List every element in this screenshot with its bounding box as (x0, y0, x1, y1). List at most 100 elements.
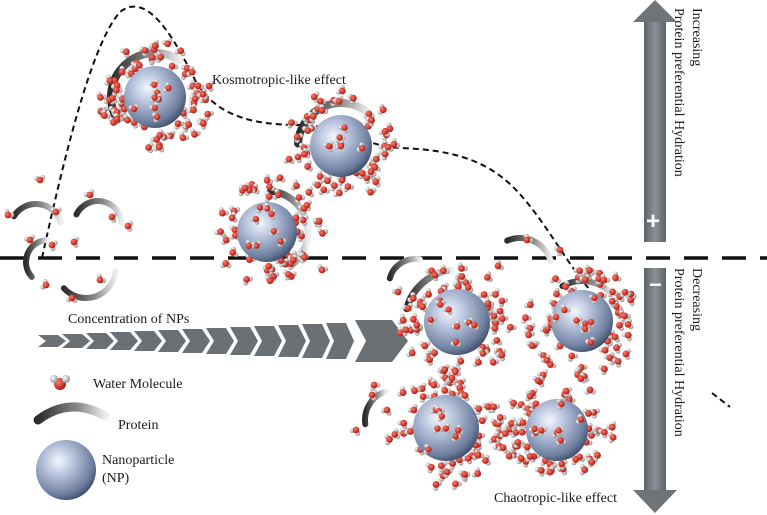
water-molecule (473, 404, 483, 416)
increasing-label: Increasing (689, 8, 704, 67)
minus-sign: − (649, 272, 662, 297)
legend-water-label: Water Molecule (93, 377, 183, 392)
water-molecule (316, 97, 327, 108)
water-molecule (573, 267, 584, 277)
water-molecule (540, 354, 551, 364)
water-molecule (397, 419, 408, 430)
water-molecule (302, 125, 314, 134)
water-molecule (262, 262, 274, 272)
water-molecule (438, 363, 450, 373)
decreasing-hydration-arrow (633, 268, 677, 513)
water-molecule (579, 464, 589, 476)
water-molecule (161, 38, 173, 48)
water-molecule (379, 127, 390, 137)
water-molecule (406, 346, 416, 358)
water-molecule (575, 413, 585, 425)
water-molecule (583, 408, 595, 417)
legend-nanoparticle-icon (36, 440, 96, 500)
water-molecule (96, 91, 107, 101)
kosmotropic-label: Kosmotropic-like effect (212, 73, 346, 88)
water-molecule (620, 312, 631, 322)
water-molecule (567, 352, 579, 362)
water-molecule (585, 336, 596, 346)
water-molecule (294, 152, 304, 164)
water-molecule (525, 450, 534, 463)
water-molecule (297, 204, 308, 215)
water-molecule (100, 109, 111, 119)
chevron-segment (302, 324, 330, 358)
water-molecule (489, 288, 500, 298)
water-molecule (23, 234, 35, 244)
water-molecule (558, 459, 568, 471)
water-molecule (112, 86, 123, 97)
water-molecule (483, 271, 493, 283)
water-molecule (380, 406, 392, 416)
water-molecule (108, 211, 118, 223)
water-molecule (494, 419, 505, 431)
water-molecule (458, 470, 468, 481)
nanoparticle-cluster (496, 369, 617, 477)
water-molecule (174, 120, 185, 130)
water-molecule (598, 428, 608, 439)
water-molecule (451, 433, 462, 443)
water-molecule (550, 312, 560, 324)
water-molecule (156, 129, 166, 141)
water-molecule (104, 74, 114, 86)
water-molecule (506, 323, 517, 333)
water-molecule (496, 414, 507, 424)
water-molecule (245, 239, 255, 249)
water-molecule (283, 155, 295, 165)
water-molecule (455, 272, 466, 283)
water-molecule (430, 378, 441, 389)
water-molecule (287, 119, 298, 129)
increasing-subtitle: Protein preferential Hydration (671, 8, 686, 177)
water-molecule (583, 266, 595, 276)
water-molecule (391, 286, 403, 296)
water-molecule (370, 381, 381, 392)
water-molecule (365, 187, 377, 196)
water-molecule (612, 271, 622, 282)
water-molecule (133, 61, 144, 72)
water-molecule (205, 80, 214, 92)
water-molecule (549, 275, 561, 284)
water-molecule (402, 302, 413, 312)
water-molecule (148, 39, 160, 50)
water-molecule (139, 46, 149, 57)
chevron-segment (134, 331, 162, 351)
water-molecule (399, 325, 410, 337)
water-molecule (598, 364, 608, 376)
water-molecule (83, 189, 95, 199)
water-molecule (272, 188, 282, 200)
water-molecule (370, 153, 380, 163)
water-molecule (145, 142, 154, 154)
water-molecule (554, 245, 564, 257)
chevron-segment (182, 329, 210, 353)
water-molecule (437, 461, 448, 472)
water-molecule (427, 316, 437, 326)
water-molecule (462, 283, 474, 293)
water-molecule (532, 375, 544, 385)
protein-arc (362, 388, 389, 428)
plus-sign: + (646, 208, 661, 235)
water-molecule (349, 426, 361, 436)
chevron-segment (278, 325, 306, 357)
water-molecule (490, 403, 500, 414)
water-molecule (441, 384, 451, 394)
water-molecule (120, 48, 130, 58)
water-molecule (513, 439, 525, 449)
water-molecule (478, 347, 489, 357)
protein-arc (23, 237, 51, 280)
water-molecule (455, 355, 465, 367)
chevron-segment (158, 330, 186, 352)
water-molecule (419, 393, 430, 403)
water-molecule (290, 179, 300, 191)
nanoparticle-cluster (397, 262, 517, 377)
chevron-segment (254, 326, 282, 356)
water-molecule (318, 104, 329, 114)
nanoparticle-cluster (384, 365, 507, 491)
water-molecule (494, 259, 504, 271)
water-molecule (338, 124, 348, 134)
water-molecule (508, 398, 517, 410)
water-molecule (391, 428, 401, 440)
chevron-segment (110, 332, 138, 350)
